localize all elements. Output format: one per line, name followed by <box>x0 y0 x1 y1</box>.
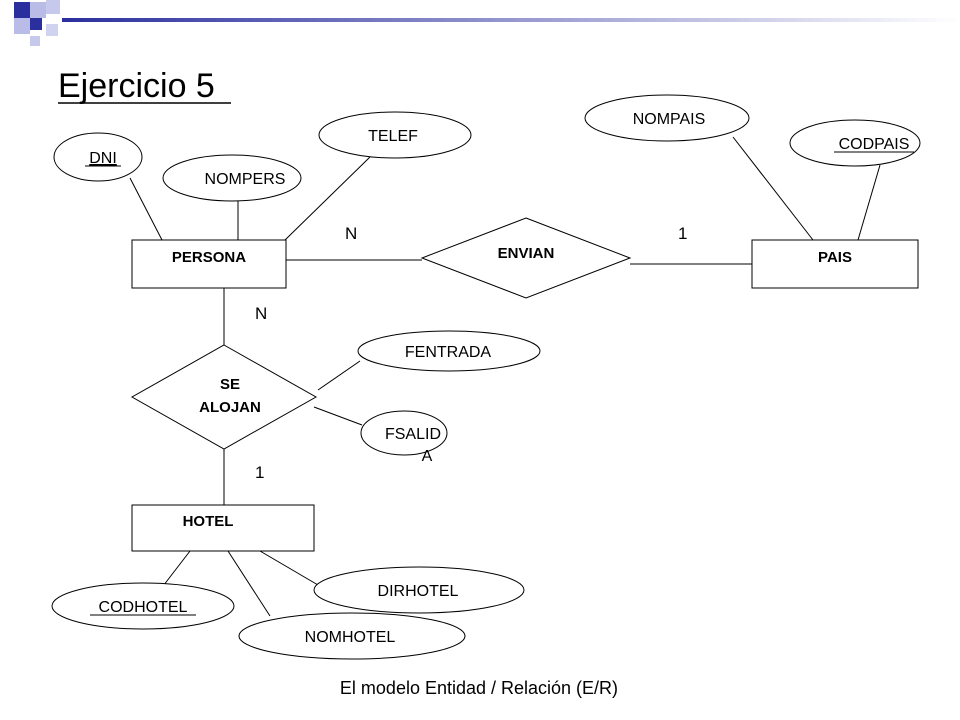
attribute-nomhotel: NOMHOTEL <box>238 612 466 660</box>
attribute-fsalida-label-line2: A <box>422 448 433 465</box>
header-rule <box>62 18 960 22</box>
attribute-dni-label: DNI <box>89 150 117 167</box>
attribute-dirhotel-label: DIRHOTEL <box>378 583 459 600</box>
slide-footer: El modelo Entidad / Relación (E/R) <box>340 678 618 698</box>
attribute-fentrada: FENTRADA <box>357 330 541 372</box>
entity-hotel-label: HOTEL <box>183 513 234 530</box>
attribute-codpais: CODPAIS <box>789 119 921 167</box>
relationship-se-alojan: SE ALOJAN <box>130 344 318 450</box>
relationship-envian-label: ENVIAN <box>498 245 555 262</box>
relationship-se-alojan-label-line1: SE <box>220 376 240 393</box>
attribute-telef: TELEF <box>318 111 472 159</box>
relationship-se-alojan-label-line2: ALOJAN <box>199 399 261 416</box>
attribute-fsalida: FSALID A <box>360 410 448 465</box>
attribute-nompais-label: NOMPAIS <box>633 111 706 128</box>
entity-persona-label: PERSONA <box>172 249 246 266</box>
cardinality-persona-alojan: N <box>255 304 267 323</box>
entity-pais: PAIS <box>751 239 919 289</box>
cardinality-persona-envian: N <box>345 224 357 243</box>
cardinality-envian-pais: 1 <box>678 224 687 243</box>
attribute-fentrada-label: FENTRADA <box>405 344 492 361</box>
attribute-nompais: NOMPAIS <box>584 94 750 142</box>
attribute-dni: DNI <box>53 132 143 182</box>
slide-title: Ejercicio 5 <box>58 67 215 105</box>
attribute-nomhotel-label: NOMHOTEL <box>305 629 396 646</box>
attribute-codpais-label: CODPAIS <box>839 136 910 153</box>
entity-persona: PERSONA <box>131 239 287 289</box>
entity-hotel: HOTEL <box>131 504 315 552</box>
attribute-codhotel: CODHOTEL <box>51 582 235 630</box>
decorative-squares <box>14 0 60 46</box>
attribute-dirhotel: DIRHOTEL <box>313 566 525 614</box>
attribute-fsalida-label-line1: FSALID <box>385 426 441 443</box>
relationship-envian: ENVIAN <box>420 217 632 299</box>
attribute-telef-label: TELEF <box>368 128 418 145</box>
attribute-nompers: NOMPERS <box>162 154 302 202</box>
attribute-codhotel-label: CODHOTEL <box>99 599 188 616</box>
cardinality-alojan-hotel: 1 <box>255 463 264 482</box>
entity-pais-label: PAIS <box>818 249 852 266</box>
attribute-nompers-label: NOMPERS <box>205 171 286 188</box>
